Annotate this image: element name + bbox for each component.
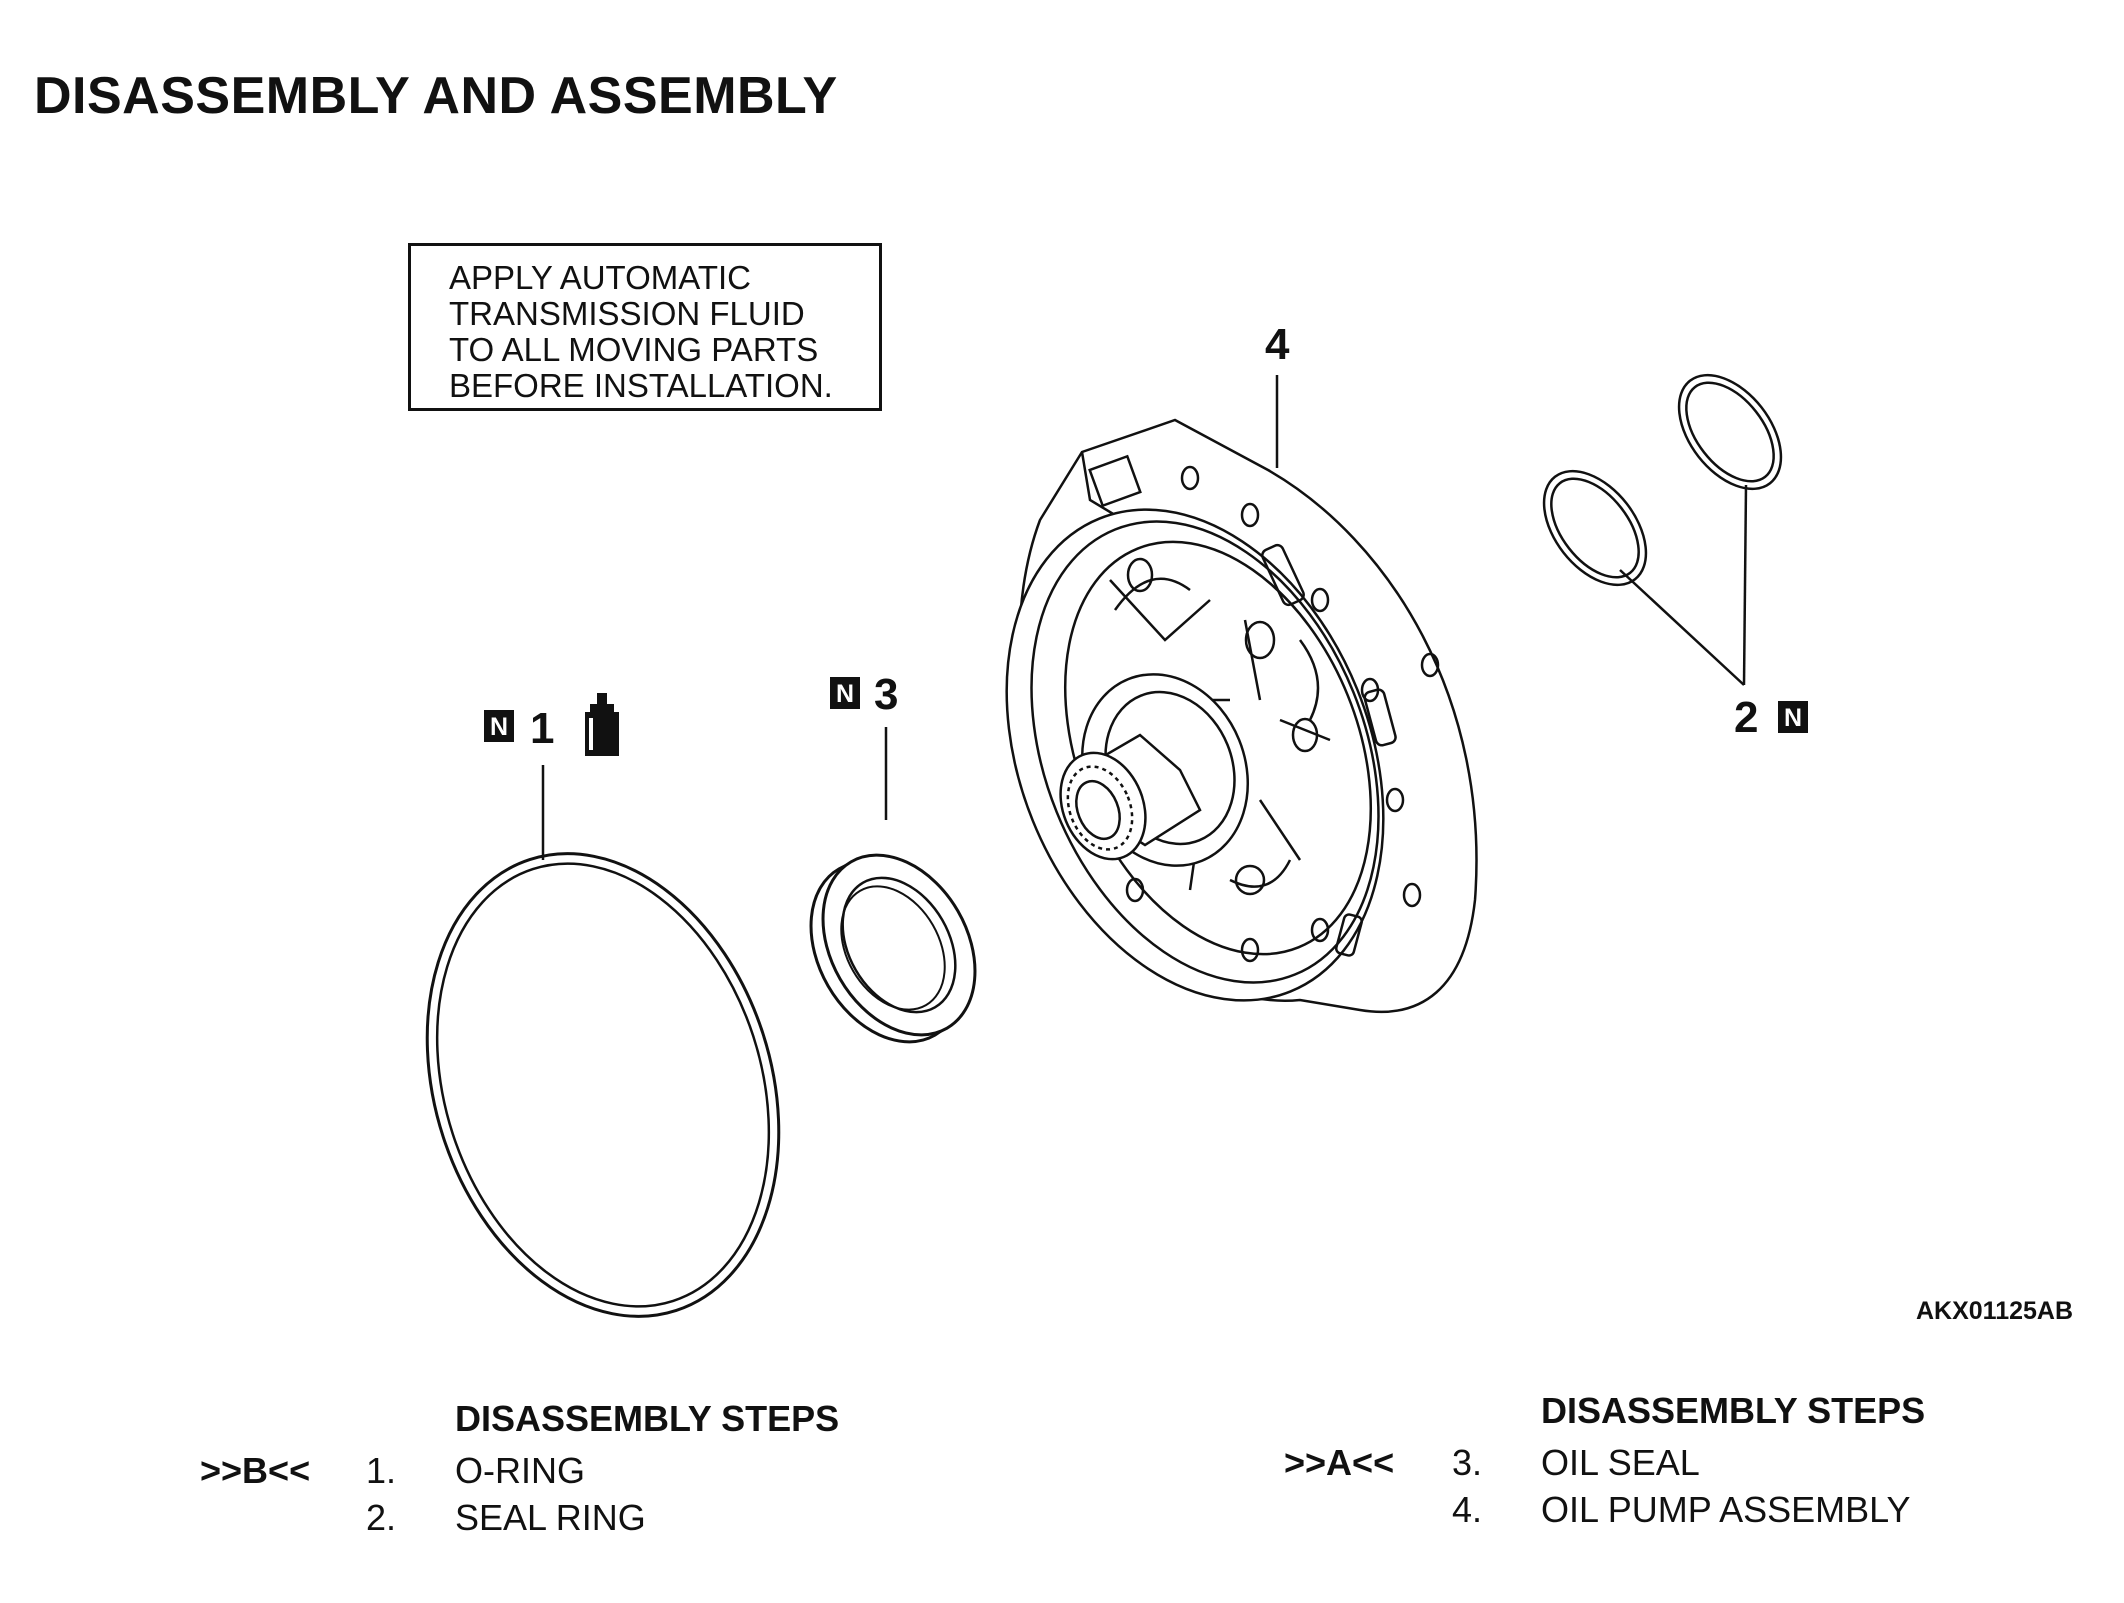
step-number: 4.	[1452, 1489, 1483, 1530]
leader-lines-2	[1619, 484, 1748, 686]
callout-2: 2	[1734, 693, 1758, 742]
fluid-note-text: APPLY AUTOMATIC TRANSMISSION FLUID TO AL…	[449, 260, 833, 404]
step-name: OIL SEAL	[1541, 1442, 1700, 1483]
steps-header: DISASSEMBLY STEPS	[1541, 1390, 1926, 1431]
step-reference: >>A<<	[1284, 1442, 1395, 1483]
step-reference: >>B<<	[200, 1450, 311, 1491]
step-number: 1.	[366, 1450, 397, 1491]
oil-pump-assembly-drawing	[1005, 418, 1478, 1014]
callout-3: 3	[874, 670, 898, 719]
fluid-note-box: APPLY AUTOMATIC TRANSMISSION FLUID TO AL…	[408, 243, 882, 411]
note-line: APPLY AUTOMATIC	[449, 259, 751, 296]
callout-1: 1	[530, 704, 554, 753]
step-number: 2.	[366, 1497, 397, 1538]
figure-id: AKX01125AB	[1916, 1297, 2074, 1325]
steps-header: DISASSEMBLY STEPS	[455, 1398, 840, 1439]
new-part-badge: N	[1778, 701, 1808, 733]
new-part-label: N	[1784, 704, 1802, 732]
new-part-badge: N	[484, 710, 514, 742]
note-line: TRANSMISSION FLUID	[449, 295, 805, 332]
note-line: BEFORE INSTALLATION.	[449, 367, 833, 404]
step-name: O-RING	[455, 1450, 585, 1491]
step-number: 3.	[1452, 1442, 1483, 1483]
note-line: TO ALL MOVING PARTS	[449, 331, 819, 368]
seal-ring-drawing	[1542, 373, 1783, 587]
new-part-badge: N	[830, 677, 860, 709]
page-title: DISASSEMBLY AND ASSEMBLY	[34, 67, 838, 125]
callout-4: 4	[1265, 320, 1290, 369]
new-part-label: N	[836, 680, 854, 708]
new-part-label: N	[490, 713, 508, 741]
step-name: SEAL RING	[455, 1497, 646, 1538]
step-name: OIL PUMP ASSEMBLY	[1541, 1489, 1911, 1530]
o-ring-drawing	[425, 852, 781, 1318]
oil-seal-drawing	[809, 853, 977, 1044]
fluid-bottle-icon	[585, 693, 619, 756]
